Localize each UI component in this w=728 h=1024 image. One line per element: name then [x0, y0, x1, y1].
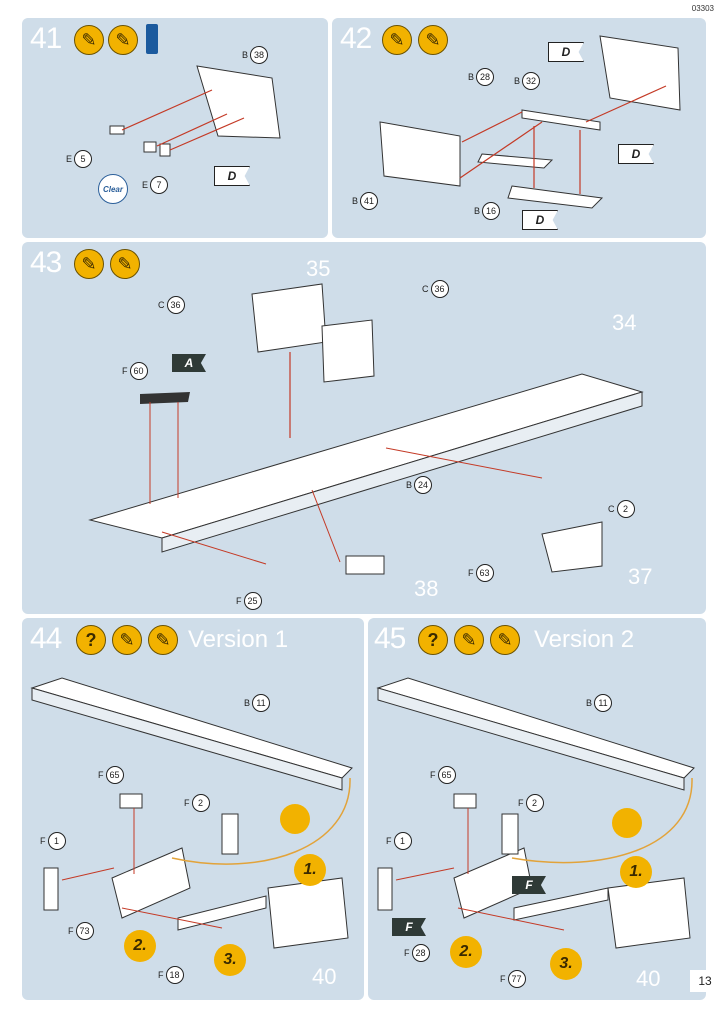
decal-flag-d: D [548, 42, 584, 62]
step-number: 43 [30, 246, 62, 279]
order-step-3: 3. [214, 944, 246, 976]
step-45-drawing [376, 677, 695, 949]
yellow-triangle-icon [612, 808, 642, 838]
part-label-40: 40 [636, 966, 661, 991]
decal-flag-d: D [214, 166, 250, 186]
step-43-chassis-drawing [88, 283, 644, 575]
step-number: 45 [374, 622, 406, 655]
part-label-40: 40 [312, 964, 337, 989]
paint-brush-icon: ✎ [148, 625, 178, 655]
clear-paint-icon: Clear [98, 174, 128, 204]
question-icon: ? [418, 625, 448, 655]
part-label-37: 37 [628, 564, 653, 589]
order-step-1: 1. [294, 854, 326, 886]
step-42-drawing [379, 35, 681, 209]
version-label: Version 1 [188, 626, 289, 653]
page-number: 13 [690, 970, 720, 992]
decal-flag-d: D [522, 210, 558, 230]
question-icon: ? [76, 625, 106, 655]
step-number: 44 [30, 622, 62, 655]
decal-flag-a: A [172, 354, 206, 372]
order-step-1: 1. [620, 856, 652, 888]
glue-icon: ✎ [112, 625, 142, 655]
order-step-2: 2. [124, 930, 156, 962]
part-label-38: 38 [414, 576, 439, 601]
glue-icon: ✎ [382, 25, 412, 55]
yellow-triangle-icon [280, 804, 310, 834]
order-step-2: 2. [450, 936, 482, 968]
version-label: Version 2 [534, 626, 635, 653]
step-number: 42 [340, 22, 372, 55]
paint-jar-icon [146, 24, 158, 54]
document-code: 03303 [691, 4, 714, 13]
step-number: 41 [30, 22, 62, 55]
paint-brush-icon: ✎ [490, 625, 520, 655]
paint-brush-icon: ✎ [110, 249, 140, 279]
part-label-35: 35 [306, 256, 331, 281]
step-41-drawing [109, 65, 281, 157]
glue-icon: ✎ [74, 25, 104, 55]
decal-flag-d: D [618, 144, 654, 164]
decal-flag-f: F [512, 876, 546, 894]
glue-icon: ✎ [454, 625, 484, 655]
glue-icon: ✎ [74, 249, 104, 279]
paint-brush-icon: ✎ [418, 25, 448, 55]
paint-brush-icon: ✎ [108, 25, 138, 55]
step-44-drawing [30, 677, 353, 949]
part-label-34: 34 [612, 310, 637, 335]
order-step-3: 3. [550, 948, 582, 980]
decal-flag-f: F [392, 918, 426, 936]
